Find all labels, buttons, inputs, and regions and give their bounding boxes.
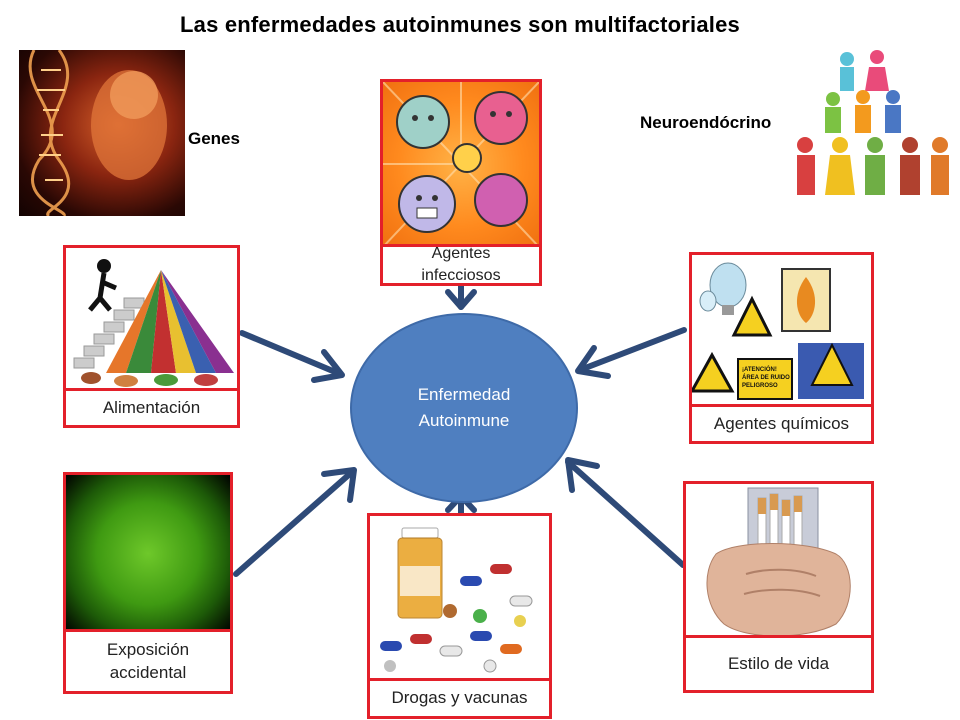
center-node: Enfermedad Autoinmune	[350, 313, 578, 503]
arrow-exposicion	[233, 467, 357, 577]
svg-text:PELIGROSO: PELIGROSO	[742, 383, 778, 389]
exposicion-caption: Exposición accidental	[66, 629, 230, 691]
dna-fetus-image	[19, 50, 185, 216]
card-exposicion: Exposición accidental	[63, 472, 233, 694]
card-infecciosos: Agentes infecciosos	[380, 79, 542, 286]
food-pyramid-image	[66, 248, 237, 391]
quimicos-caption: Agentes químicos	[692, 404, 871, 441]
card-estilo: Estilo de vida	[683, 481, 874, 693]
chemical-warning-image: ¡ATENCIÓN!ÁREA DE RUIDO PELIGROSO	[689, 255, 871, 407]
arrow-estilo	[565, 457, 686, 568]
center-line-2: Autoinmune	[418, 411, 510, 430]
alimentacion-caption: Alimentación	[66, 388, 237, 425]
drogas-caption: Drogas y vacunas	[370, 678, 549, 716]
sun-image	[66, 475, 230, 632]
microbes-image	[382, 81, 540, 248]
svg-text:¡ATENCIÓN!: ¡ATENCIÓN!	[742, 365, 777, 373]
svg-text:ÁREA DE RUIDO: ÁREA DE RUIDO	[742, 374, 790, 381]
people-pyramid-image	[785, 45, 955, 215]
arrow-alimentacion	[239, 330, 345, 383]
slide-title: Las enfermedades autoinmunes son multifa…	[180, 12, 740, 37]
card-alimentacion: Alimentación	[63, 245, 240, 428]
card-quimicos: ¡ATENCIÓN!ÁREA DE RUIDO PELIGROSO Agentes…	[689, 252, 874, 444]
infecciosos-caption: Agentes infecciosos	[383, 244, 539, 284]
arrow-infecciosos	[445, 282, 477, 310]
genes-label: Genes	[188, 129, 240, 148]
neuro-label: Neuroendócrino	[640, 113, 772, 132]
arrow-quimicos	[575, 327, 687, 379]
card-drogas: Drogas y vacunas	[367, 513, 552, 719]
estilo-caption: Estilo de vida	[686, 635, 871, 690]
pills-image	[370, 516, 549, 681]
cigarettes-image	[686, 484, 871, 638]
center-line-1: Enfermedad	[417, 384, 511, 404]
